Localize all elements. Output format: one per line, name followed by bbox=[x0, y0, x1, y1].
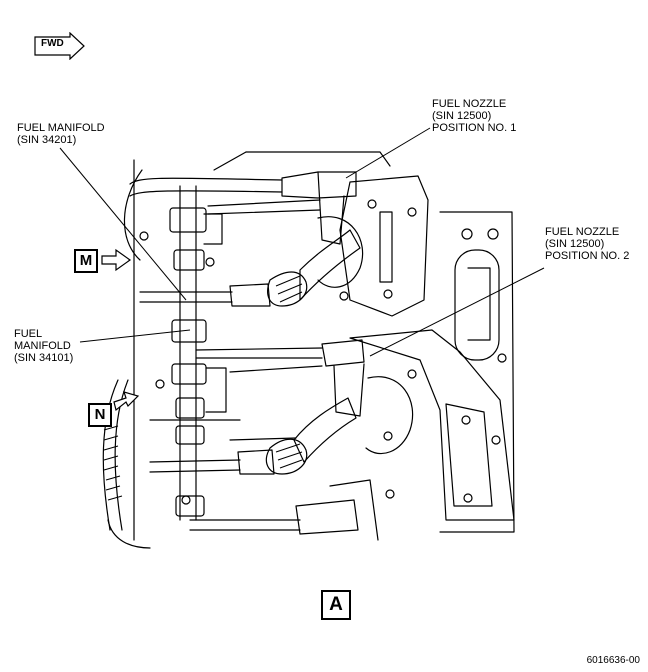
view-marker-m: M bbox=[74, 249, 98, 273]
callout-line: (SIN 12500) bbox=[545, 238, 605, 250]
view-label: A bbox=[321, 590, 351, 620]
callout-line: (SIN 12500) bbox=[432, 110, 492, 122]
callout-line: FUEL NOZZLE bbox=[545, 226, 620, 238]
view-marker-n: N bbox=[88, 403, 112, 427]
callout-fuel-nozzle-1: FUEL NOZZLE (SIN 12500) POSITION NO. 1 bbox=[432, 98, 516, 134]
callout-line: (SIN 34201) bbox=[17, 134, 77, 146]
callout-fuel-manifold-upper: FUEL MANIFOLD (SIN 34201) bbox=[17, 122, 105, 146]
callout-line: POSITION NO. 1 bbox=[432, 122, 517, 134]
callout-line: FUEL bbox=[14, 328, 43, 340]
figure-number: 6016636-00 bbox=[586, 655, 640, 666]
callout-fuel-nozzle-2: FUEL NOZZLE (SIN 12500) POSITION NO. 2 bbox=[545, 226, 629, 262]
callout-line: FUEL NOZZLE bbox=[432, 98, 507, 110]
callout-fuel-manifold-lower: FUEL MANIFOLD (SIN 34101) bbox=[14, 328, 73, 364]
callout-line: FUEL MANIFOLD bbox=[17, 122, 105, 134]
callout-line: MANIFOLD bbox=[14, 340, 71, 352]
fwd-arrow-icon bbox=[34, 32, 85, 60]
callout-line: POSITION NO. 2 bbox=[545, 250, 630, 262]
callout-line: (SIN 34101) bbox=[14, 352, 74, 364]
fwd-label: FWD bbox=[41, 38, 64, 49]
